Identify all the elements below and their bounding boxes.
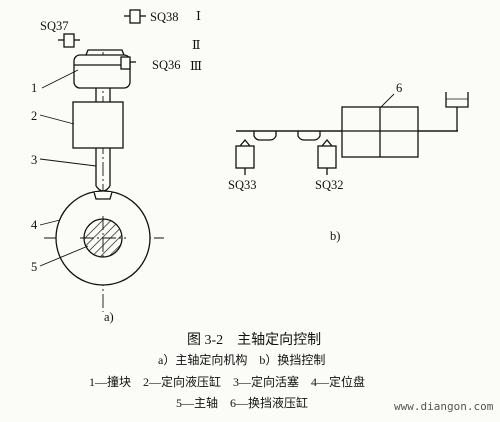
- sub-label-a: a): [104, 310, 114, 324]
- caption-title: 图 3-2 主轴定向控制: [187, 332, 321, 348]
- oil-tank: [445, 92, 469, 131]
- label-sq33: SQ33: [228, 178, 256, 192]
- label-num-4: 4: [31, 218, 38, 232]
- switch-sq33: [235, 138, 255, 175]
- shift-cylinder: [236, 106, 458, 158]
- caption-line-1: a）主轴定向机构 b）换挡控制: [158, 352, 325, 367]
- label-num-5: 5: [31, 260, 37, 274]
- label-roman-2: Ⅱ: [192, 38, 201, 52]
- leader-3: [39, 158, 97, 167]
- switch-sq32: [317, 138, 337, 175]
- caption-line-2: 1—撞块 2—定向液压缸 3—定向活塞 4—定位盘: [89, 374, 365, 389]
- label-roman-3: Ⅲ: [190, 59, 202, 73]
- label-num-2: 2: [31, 109, 37, 123]
- leader-1: [41, 69, 79, 89]
- figure-b: [235, 92, 469, 175]
- label-num-1: 1: [31, 81, 37, 95]
- switch-sq38: [124, 9, 146, 24]
- shift-dog-right: [297, 131, 321, 141]
- label-sq36: SQ36: [152, 58, 180, 72]
- switch-sq37: [58, 33, 80, 48]
- sub-label-b: b): [330, 229, 340, 243]
- watermark-text: www.diangon.com: [394, 400, 494, 413]
- label-sq37: SQ37: [40, 19, 68, 33]
- leader-5: [39, 245, 89, 267]
- label-sq38: SQ38: [150, 10, 178, 24]
- orientation-cylinder: [72, 101, 124, 149]
- disk-notch: [93, 191, 113, 200]
- shift-dog-left: [253, 131, 277, 141]
- leader-6: [380, 93, 395, 108]
- label-sq32: SQ32: [315, 178, 343, 192]
- leader-4: [39, 219, 61, 226]
- caption-line-3: 5—主轴 6—换挡液压缸: [176, 395, 308, 410]
- label-num-3: 3: [31, 153, 37, 167]
- label-num-6: 6: [396, 81, 402, 95]
- leader-2: [39, 114, 75, 125]
- switch-sq36: [120, 56, 136, 70]
- figure-a: [39, 9, 164, 312]
- label-roman-1: Ⅰ: [196, 9, 201, 23]
